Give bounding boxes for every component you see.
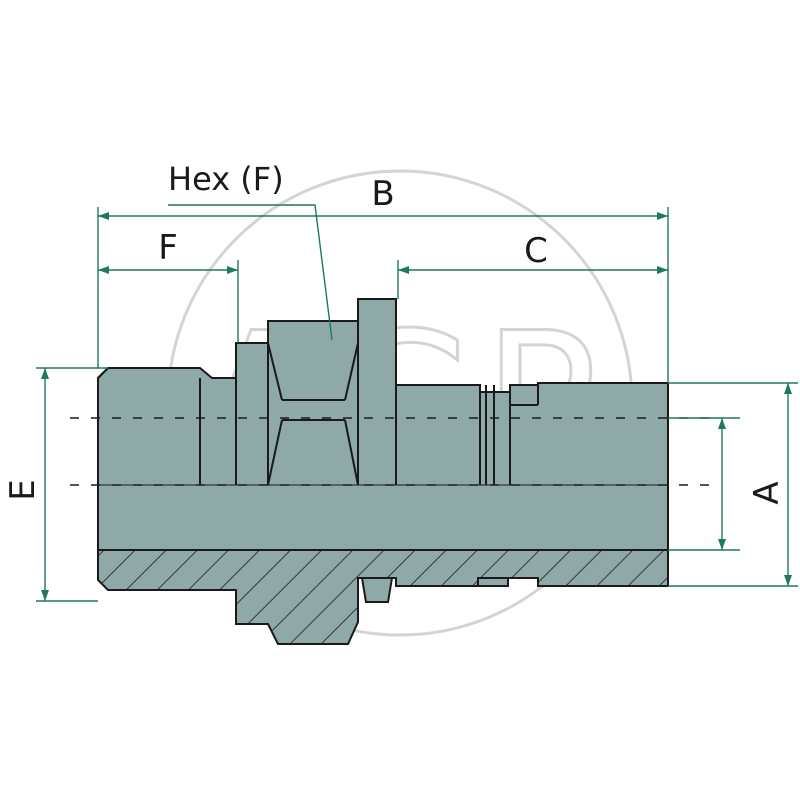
- dimension-lines: [36, 204, 798, 602]
- seal-ring-section: [360, 577, 394, 603]
- section-shape: [97, 549, 669, 645]
- groove-section: [477, 577, 509, 587]
- label-hex: Hex (F): [168, 160, 284, 198]
- label-c: C: [524, 231, 548, 271]
- fitting-section-view: [97, 549, 669, 645]
- label-a: A: [747, 481, 787, 504]
- upper-body-shape: [97, 298, 669, 551]
- label-e: E: [3, 479, 43, 500]
- label-f: F: [158, 228, 178, 268]
- hex-leader-line: [168, 204, 333, 341]
- fitting-upper-body: [70, 298, 710, 551]
- label-b: B: [371, 174, 394, 214]
